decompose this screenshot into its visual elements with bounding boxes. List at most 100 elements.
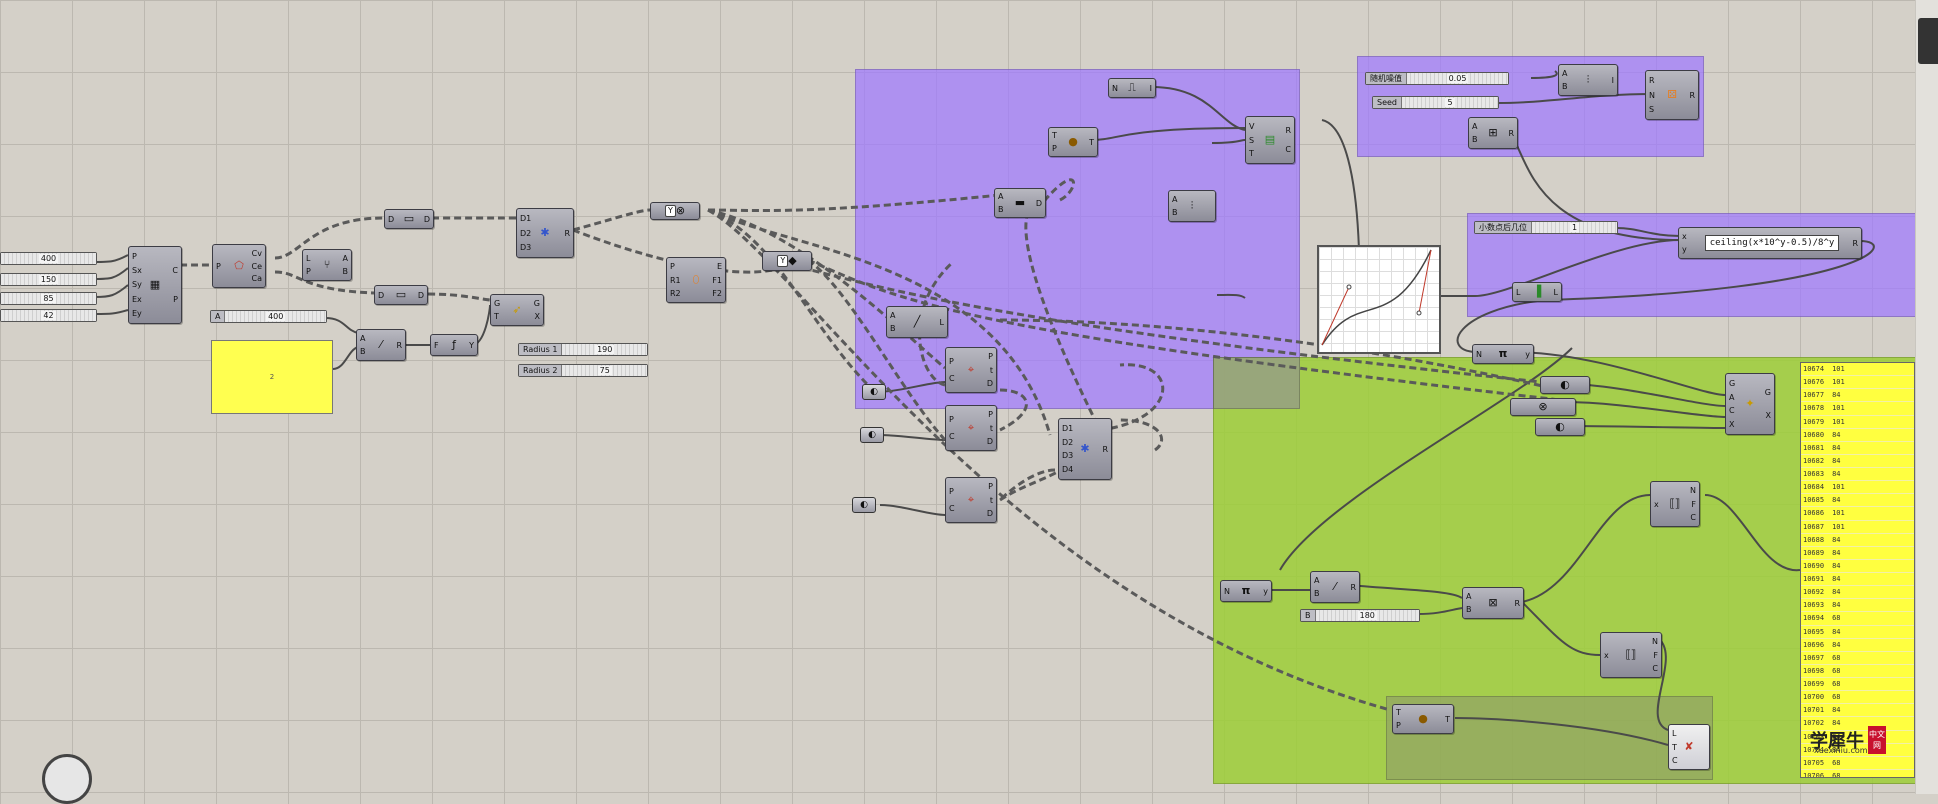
expression-text[interactable]: ceiling(x*10^y-0.5)/8^y [1704,235,1840,251]
slider-d[interactable]: 42 [0,309,97,322]
canvas-handle[interactable] [1918,18,1938,64]
list-item-index: 10681 [1803,443,1825,452]
yellow-panel[interactable]: 2 [211,340,333,414]
list-item-index: 10701 [1803,706,1825,715]
curve-param-1[interactable]: ◐ [862,384,886,400]
series-icon: ⎍ [1128,81,1136,94]
data-icon: ▭ [403,212,415,225]
bracket-icon: ⟦⟧ [1625,648,1637,661]
equality-icon: ⫶ [1190,199,1194,212]
group-overlap [1213,357,1300,409]
list-item-value: 68 [1832,680,1841,688]
cube-icon: ◆ [788,254,797,267]
canvas-navigator[interactable] [42,754,92,804]
list-item-index: 10700 [1803,693,1825,702]
list-item-value: 84 [1832,601,1841,610]
slider-c[interactable]: 85 [0,292,97,305]
pi-icon: π [1241,584,1251,597]
slider-a[interactable]: 400 [0,252,97,265]
curve-icon: ◐ [1560,378,1570,391]
data-icon: ▭ [395,288,407,301]
list-item-value: 84 [1832,548,1841,557]
toggle-chip: Y [777,255,789,267]
list-item: 10686 101 [1801,507,1914,521]
data-node-1[interactable]: D▭D [384,209,434,229]
list-item: 10699 68 [1801,678,1914,692]
curve-param-2[interactable]: ◐ [860,427,884,443]
graph-mapper[interactable] [1317,245,1441,354]
list-item-index: 10698 [1803,666,1825,675]
watermark-logo: 学犀牛 中文网 xuexiniu.com [1810,722,1908,758]
list-item-index: 10682 [1803,456,1825,465]
list-item-value: 101 [1832,483,1845,492]
slider-b[interactable]: 150 [0,273,97,286]
list-item-value: 84 [1832,561,1841,570]
list-item-value: 84 [1832,719,1841,728]
sort-node-1[interactable]: ◐ [1540,376,1590,394]
list-item-value: 101 [1832,509,1845,518]
series-node[interactable]: N⎍I [1108,78,1156,98]
curve-param-3[interactable]: ◐ [852,497,876,513]
multiply-node-2[interactable]: ⊗ [1510,398,1576,416]
list-item-value: 84 [1832,456,1841,465]
data-node-2[interactable]: D▭D [374,285,428,305]
divide-icon: ⁄ [380,338,382,351]
list-item-index: 10686 [1803,509,1825,518]
length-node[interactable]: L▐L [1512,282,1562,302]
right-scrollbar[interactable] [1915,0,1938,794]
multiply-node[interactable]: Y⊗ [650,202,700,220]
rotate-node[interactable]: Y◆ [762,251,812,271]
sort-node-2[interactable]: ◐ [1535,418,1585,436]
grid-icon: ▦ [149,278,161,291]
list-item-index: 10699 [1803,680,1825,688]
